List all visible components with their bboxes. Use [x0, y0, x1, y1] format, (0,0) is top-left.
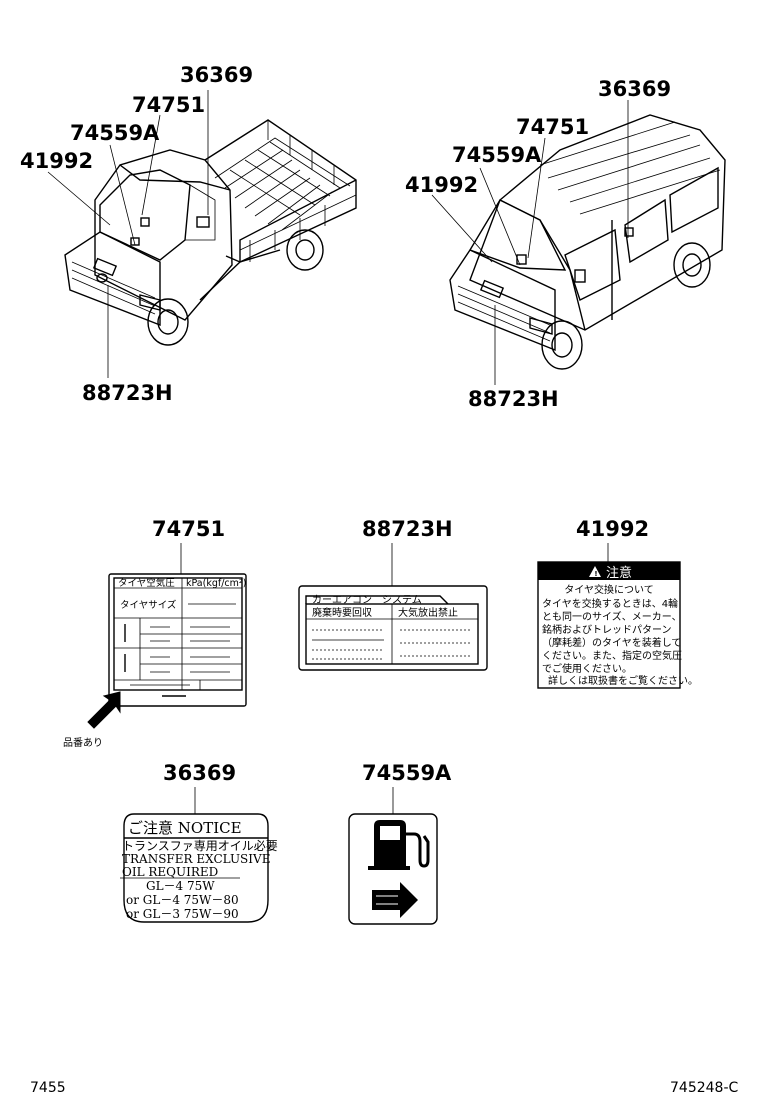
label-41992-line-1: タイヤ交換について [564, 583, 653, 596]
label-88723h-col-left: 廃棄時要回収 [312, 606, 372, 619]
label-41992-line-6: ください。また、指定の空気圧 [542, 649, 682, 662]
pickup-truck-drawing [64, 119, 357, 346]
truck-callout-74559a: 74559A [70, 121, 160, 145]
label-41992-line-4: 銘柄およびトレッドパターン [542, 623, 672, 636]
label-41992-line-7: でご使用ください。 [542, 662, 632, 675]
arrow-icon [87, 691, 121, 729]
label-36369-line-3: OIL REQUIRED [122, 865, 218, 879]
label-41992-part-number: 41992 [576, 517, 649, 541]
label-74751: 74751 タイヤ空気圧 kPa(kgf/cm²) タイヤサイズ 品番あり [63, 517, 247, 749]
label-36369: 36369 ご注意 NOTICE トランスファ専用オイル必要 TRANSFER … [120, 761, 278, 923]
footer-diagram-id: 745248-C [670, 1080, 738, 1096]
van-callout-74559a: 74559A [452, 143, 542, 167]
label-36369-line-2: TRANSFER EXCLUSIVE [122, 852, 270, 866]
label-36369-line-5: or GL－4 75W－80 [126, 893, 239, 907]
label-41992-line-5: （摩耗差）のタイヤを装着して [542, 636, 681, 649]
van-drawing [449, 114, 726, 370]
label-36369-line-6: or GL－3 75W－90 [126, 907, 239, 921]
label-74559a-part-number: 74559A [362, 761, 452, 785]
label-88723h-part-number: 88723H [362, 517, 453, 541]
van-callout-41992: 41992 [405, 173, 478, 197]
label-41992-header: 注意 [606, 565, 632, 581]
van-callout-leaders [431, 100, 629, 385]
label-36369-line-4: GL－4 75W [146, 879, 215, 893]
label-36369-line-1: トランスファ専用オイル必要 [122, 839, 278, 853]
label-41992-line-8: 詳しくは取扱書をご覧ください。 [548, 674, 698, 687]
truck-callout-36369: 36369 [180, 63, 253, 87]
warning-triangle-icon [589, 566, 601, 577]
label-74751-part-number: 74751 [152, 517, 225, 541]
truck-callout-74751: 74751 [132, 93, 205, 117]
label-41992: 41992 ! 注意 タイヤ交換について タイヤを交換するときは、4輪 とも同一… [537, 517, 698, 689]
fuel-pump-icon [368, 820, 430, 870]
label-88723h-col-right: 大気放出禁止 [398, 606, 458, 619]
truck-callout-41992: 41992 [20, 149, 93, 173]
footer-page-code: 7455 [30, 1080, 66, 1096]
label-74751-header-right: kPa(kgf/cm²) [186, 578, 246, 589]
label-41992-header-bar [538, 562, 680, 580]
arrow-right-icon [372, 882, 418, 918]
truck-callout-leaders [47, 90, 209, 378]
label-88723h: 88723H カーエアコン システム 廃棄時要回収 大気放出禁止 [298, 517, 488, 671]
label-74751-header-left: タイヤ空気圧 [118, 577, 175, 589]
label-74751-row-size: タイヤサイズ [120, 599, 177, 611]
label-74559a: 74559A [348, 761, 452, 925]
label-36369-title: ご注意 NOTICE [128, 819, 242, 837]
van-callout-88723h: 88723H [468, 387, 559, 411]
svg-text:!: ! [594, 570, 597, 578]
label-41992-line-3: とも同一のサイズ、メーカー、 [542, 610, 682, 623]
label-36369-part-number: 36369 [163, 761, 236, 785]
van-callout-74751: 74751 [516, 115, 589, 139]
van-callout-36369: 36369 [598, 77, 671, 101]
label-74751-note: 品番あり [63, 737, 103, 749]
truck-callout-88723h: 88723H [82, 381, 173, 405]
label-41992-line-2: タイヤを交換するときは、4輪 [542, 597, 678, 610]
label-88723h-tab: カーエアコン システム [312, 594, 422, 606]
